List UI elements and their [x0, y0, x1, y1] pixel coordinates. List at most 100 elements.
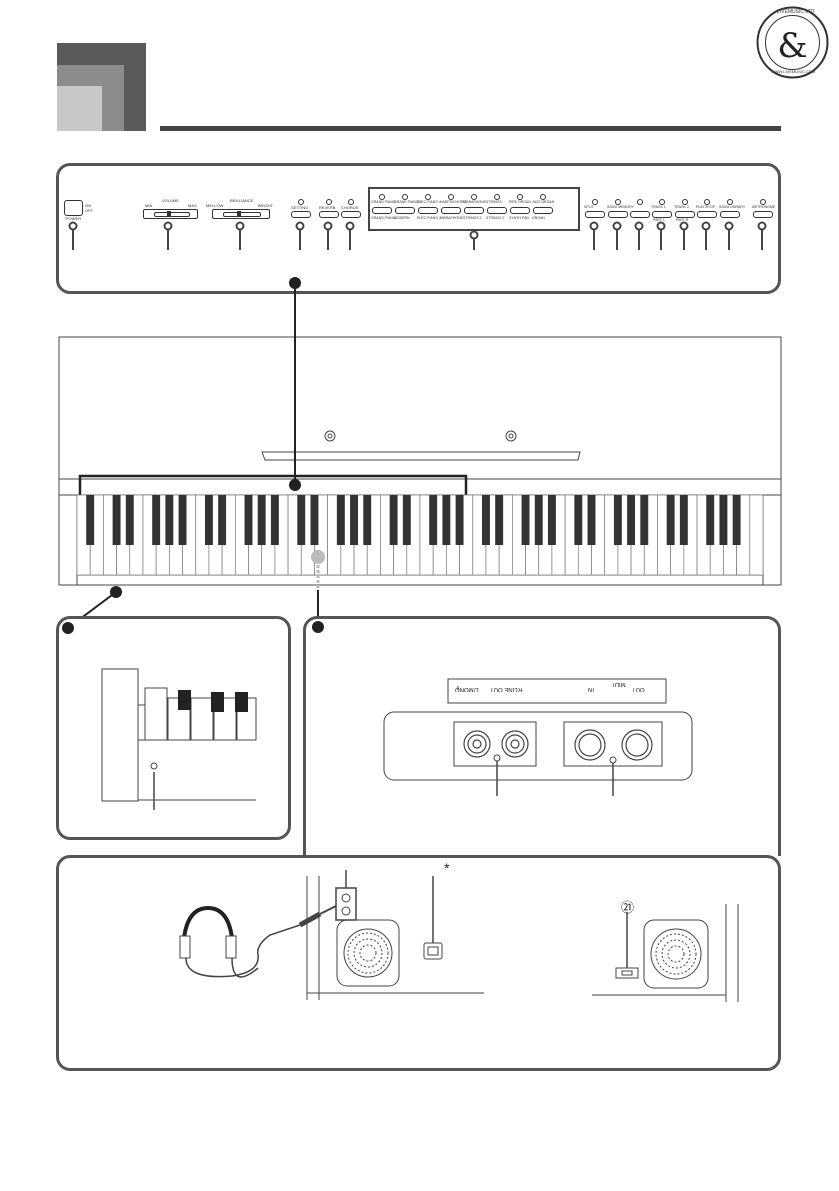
black-key: [482, 495, 490, 545]
brilliance-label: BRILLIANCE: [230, 198, 254, 203]
led-indicator: [615, 199, 621, 205]
led-indicator: [326, 199, 332, 205]
power-state-on: ON: [85, 203, 91, 208]
volume-max: MAX: [188, 203, 197, 208]
led-indicator: [402, 194, 408, 200]
black-key: [666, 495, 675, 545]
tone-label-top: GRAND PIANO 2: [394, 200, 422, 204]
brilliance-knob[interactable]: [237, 211, 241, 217]
tone-group-frame: [368, 187, 580, 231]
tone-label-top: STRINGS: [486, 200, 502, 204]
brilliance-slider[interactable]: [212, 209, 270, 219]
tone-label-top: HARPSICHORD: [440, 200, 466, 204]
function-button-reverb[interactable]: [319, 211, 339, 218]
tone-button[interactable]: [395, 207, 415, 214]
black-key: [442, 495, 451, 545]
volume-label: VOLUME: [162, 198, 179, 203]
tone-label-bottom: VIBRAPHONE: [440, 216, 463, 220]
led-indicator: [471, 194, 477, 200]
right-button-label: METRONOME: [752, 205, 776, 209]
led-indicator: [494, 194, 500, 200]
black-key: [218, 495, 227, 545]
black-key: [613, 495, 622, 545]
tone-button[interactable]: [487, 207, 507, 214]
function-button-chorus[interactable]: [341, 211, 361, 218]
power-button[interactable]: [64, 200, 83, 216]
led-indicator: [760, 199, 766, 205]
chapter-square-light: [57, 86, 102, 131]
led-indicator: [540, 194, 546, 200]
led-indicator: [727, 199, 733, 205]
svg-text:&: &: [777, 26, 807, 66]
right-button[interactable]: [652, 211, 672, 218]
function-button-label: CHORUS: [341, 205, 359, 210]
callout-21: ㉑: [621, 900, 635, 915]
right-button-label: TRACK 1: [651, 205, 666, 209]
black-key: [244, 495, 253, 545]
right-button[interactable]: [753, 211, 773, 218]
black-key: [640, 495, 649, 545]
tone-button[interactable]: [533, 207, 553, 214]
tone-label-bottom: GRAND PIANO: [371, 216, 396, 220]
black-key: [350, 495, 358, 545]
right-button-label: SONG MEMORY: [607, 205, 634, 209]
right-button[interactable]: [630, 211, 650, 218]
black-key: [429, 495, 438, 545]
black-key: [627, 495, 636, 545]
function-button-label: SETTING: [291, 205, 309, 210]
black-key: [706, 495, 715, 545]
black-key: [547, 495, 556, 545]
right-button[interactable]: [608, 211, 628, 218]
black-key: [719, 495, 728, 545]
header-rule: [160, 126, 781, 131]
tone-label-top: GRAND PIANO: [371, 200, 396, 204]
power-label: POWER: [66, 216, 82, 221]
black-key: [363, 495, 372, 545]
black-key: [86, 495, 95, 545]
led-indicator: [659, 199, 665, 205]
black-key: [125, 495, 134, 545]
right-button-label: SPLIT: [584, 205, 594, 209]
logo: & LIVEMUSIC LTD WWW.LIVEMUSIC.COM: [755, 5, 830, 80]
tone-label-bottom: SYNTH-PAD: [509, 216, 529, 220]
right-button-sublabel: PART R: [676, 218, 689, 222]
function-button-setting[interactable]: [291, 211, 311, 218]
black-key: [679, 495, 688, 545]
right-button[interactable]: [585, 211, 605, 218]
right-button[interactable]: [720, 211, 740, 218]
black-key: [178, 495, 187, 545]
black-key: [270, 495, 279, 545]
tone-label-top: JAZZ ORGAN: [532, 200, 555, 204]
tone-button[interactable]: [464, 207, 484, 214]
led-indicator: [592, 199, 598, 205]
right-button[interactable]: [697, 211, 717, 218]
led-indicator: [682, 199, 688, 205]
led-indicator: [448, 194, 454, 200]
control-callouts: [68, 221, 767, 250]
tone-button[interactable]: [418, 207, 438, 214]
logo-bottom-text: WWW.LIVEMUSIC.COM: [771, 69, 816, 74]
black-key: [732, 495, 741, 545]
tone-label-top: ELEC PIANO 1: [417, 200, 441, 204]
black-key: [389, 495, 398, 545]
black-key: [257, 495, 266, 545]
black-key: [297, 495, 306, 545]
right-button[interactable]: [675, 211, 695, 218]
brilliance-left: MELLOW: [206, 203, 224, 208]
volume-slider[interactable]: [143, 209, 198, 219]
asterisk-note: *: [444, 860, 450, 876]
tone-button[interactable]: [441, 207, 461, 214]
black-key: [112, 495, 121, 545]
tone-button[interactable]: [510, 207, 530, 214]
black-key: [402, 495, 411, 545]
tone-label-bottom: STRINGS 2: [486, 216, 505, 220]
volume-knob[interactable]: [167, 211, 171, 217]
black-key: [587, 495, 596, 545]
led-indicator: [348, 199, 354, 205]
tone-label-top: VIBRAPHONE: [463, 200, 486, 204]
tone-label-top: PIPE ORGAN: [509, 200, 531, 204]
tone-button[interactable]: [372, 207, 392, 214]
